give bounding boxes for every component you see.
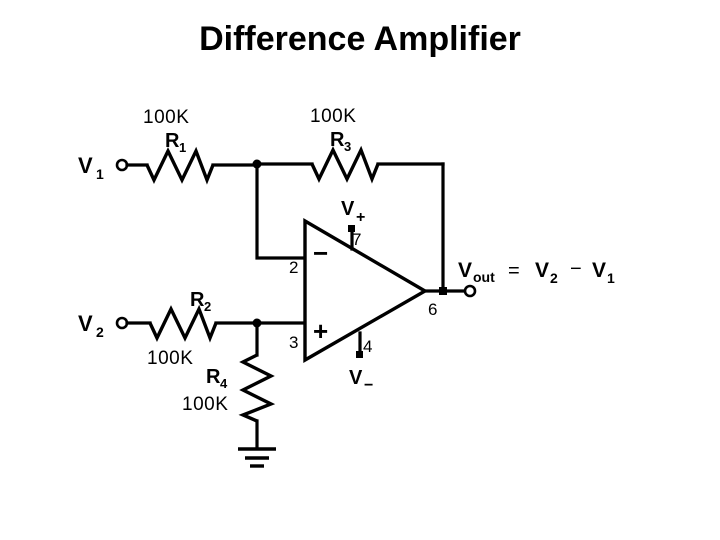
r4-ref-sub: 4 xyxy=(220,376,228,391)
supply-negative-label: V xyxy=(349,367,363,389)
opamp: − + 2 3 7 4 6 V + V − xyxy=(289,198,437,394)
supply-negative-pin-dot xyxy=(356,351,363,358)
page-title: Difference Amplifier xyxy=(199,20,521,58)
output-terminal-circle[interactable] xyxy=(463,284,477,298)
r1-zigzag xyxy=(145,146,215,185)
resistor-r4: R 4 100K xyxy=(182,321,276,450)
supply-positive-label: V xyxy=(341,198,355,220)
opamp-noninverting-sign: + xyxy=(313,316,328,346)
equation-term1-sub: 2 xyxy=(550,270,558,286)
equation-equals: = xyxy=(508,260,520,282)
equation-vout: V xyxy=(458,259,472,282)
equation-operator: − xyxy=(570,258,582,280)
supply-positive-sublabel: + xyxy=(356,209,365,226)
r4-value: 100K xyxy=(182,394,228,415)
equation-term1: V xyxy=(535,259,549,282)
opamp-pin-3-label: 3 xyxy=(289,333,298,352)
r4-ref: R xyxy=(206,366,221,388)
source-v1-sublabel: 1 xyxy=(96,166,104,182)
opamp-pin-2-label: 2 xyxy=(289,258,298,277)
r2-zigzag xyxy=(148,304,218,343)
r2-ref-sub: 2 xyxy=(204,299,211,314)
resistor-r2: R 2 100K xyxy=(125,289,307,369)
r3-ref-sub: 3 xyxy=(344,139,351,154)
source-v2-label: V xyxy=(78,311,93,336)
output-equation: V out = V 2 − V 1 xyxy=(458,258,615,286)
resistor-r1: 100K R 1 xyxy=(125,107,259,185)
opamp-triangle xyxy=(303,218,429,363)
opamp-pin-7-label: 7 xyxy=(352,230,361,249)
supply-positive-pin-dot xyxy=(348,225,355,232)
source-v2-sublabel: 2 xyxy=(96,324,104,340)
r1-ref: R xyxy=(165,130,180,152)
source-v2: V 2 xyxy=(78,311,129,340)
resistor-r3: 100K R 3 xyxy=(255,106,445,184)
opamp-inverting-sign: − xyxy=(313,238,328,268)
r2-ref: R xyxy=(190,289,205,311)
opamp-pin-6-label: 6 xyxy=(428,300,437,319)
equation-term2: V xyxy=(592,259,606,282)
equation-vout-sub: out xyxy=(473,269,495,285)
r1-ref-sub: 1 xyxy=(179,140,186,155)
output-junction-dot xyxy=(439,287,447,295)
output-node xyxy=(423,284,477,298)
r3-ref: R xyxy=(330,129,345,151)
ground-symbol xyxy=(238,447,276,468)
source-v1-label: V xyxy=(78,153,93,178)
source-v1: V 1 xyxy=(78,153,129,182)
r3-value: 100K xyxy=(310,106,356,127)
supply-negative-sublabel: − xyxy=(364,377,373,394)
equation-term2-sub: 1 xyxy=(607,270,615,286)
r3-zigzag xyxy=(310,145,380,184)
wire-inverting-input xyxy=(255,162,307,260)
opamp-pin-4-label: 4 xyxy=(363,337,372,356)
r4-zigzag xyxy=(238,353,276,423)
r1-value: 100K xyxy=(143,107,189,128)
r2-value: 100K xyxy=(147,348,193,369)
